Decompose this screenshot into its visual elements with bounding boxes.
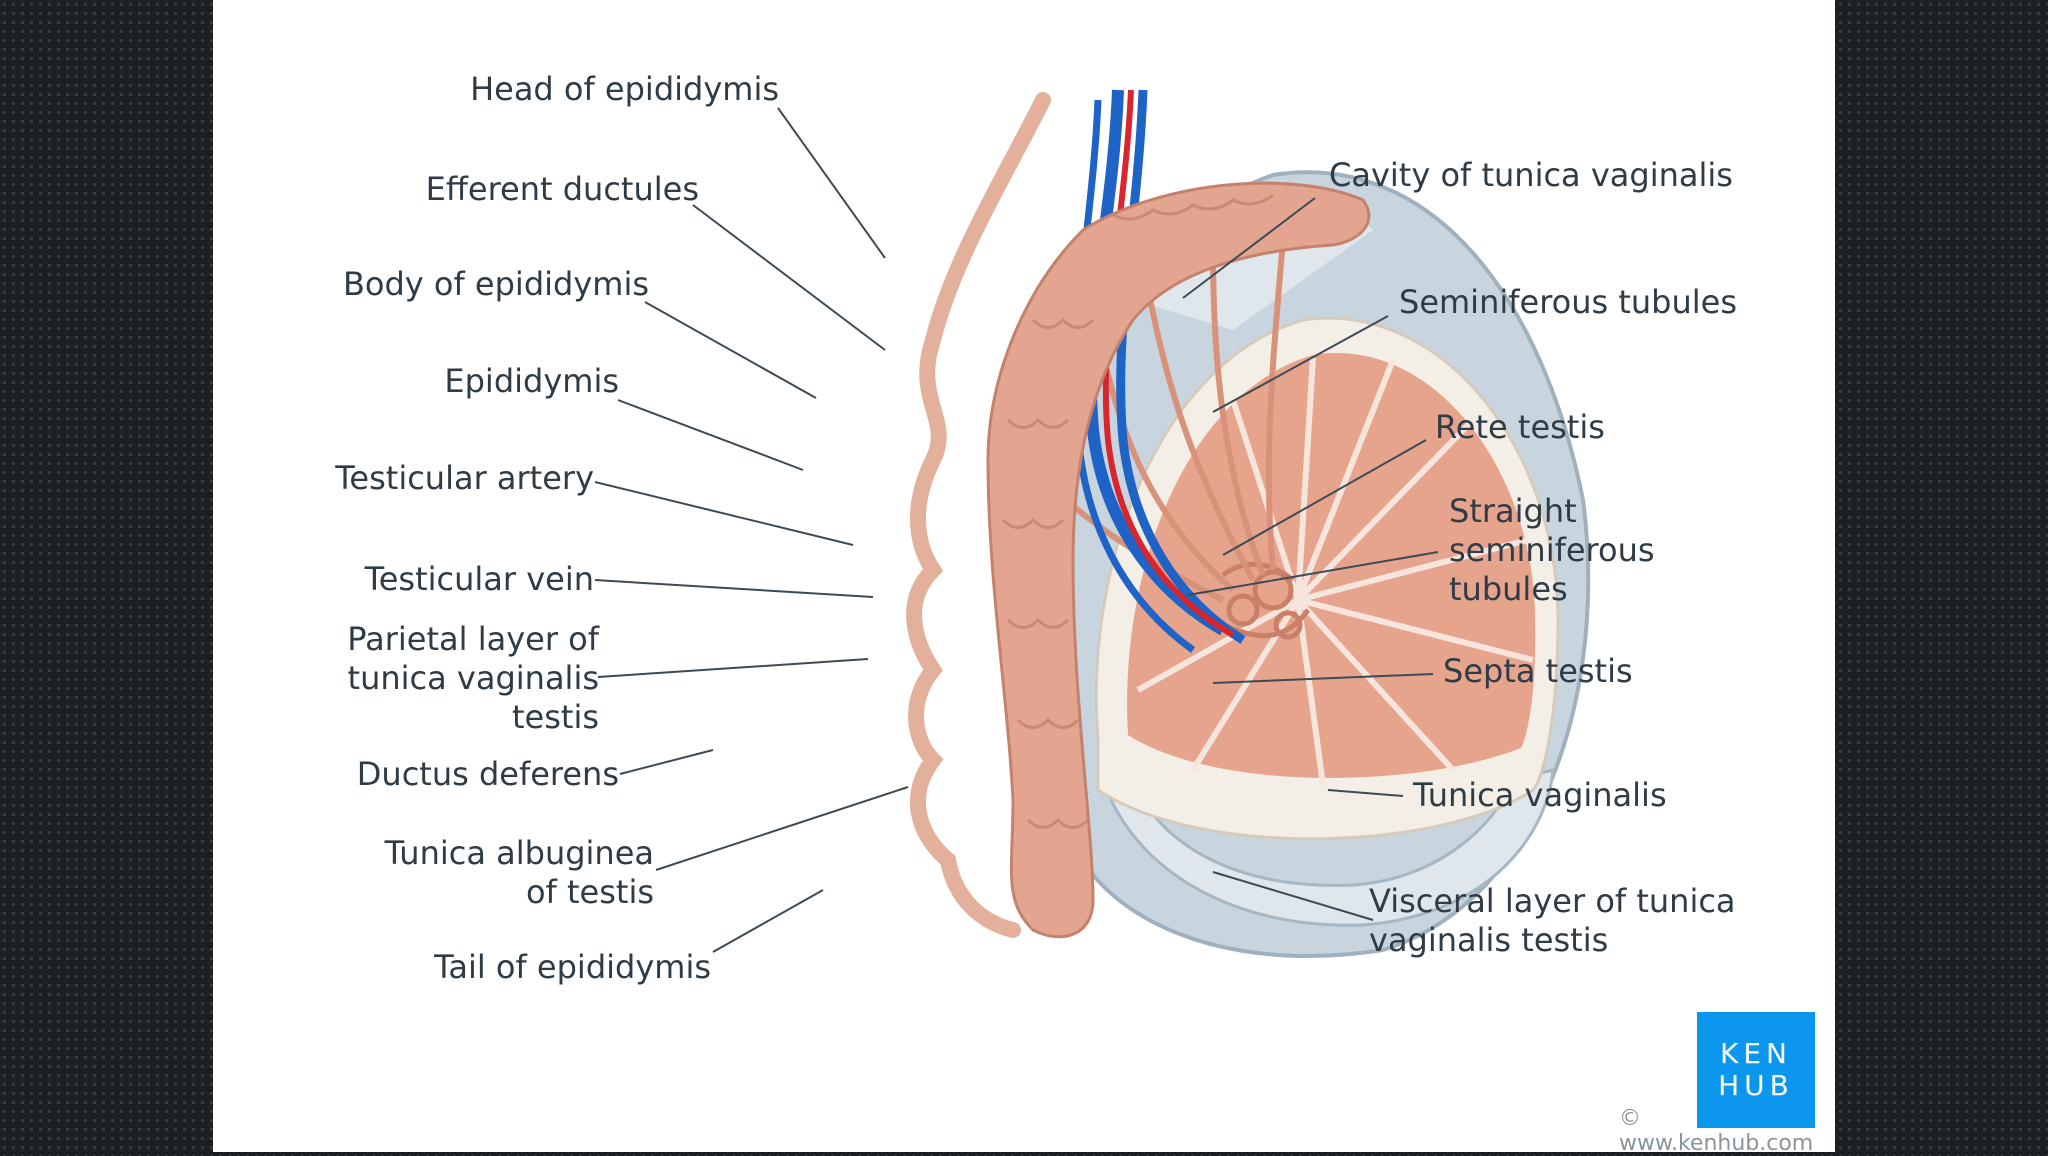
label-seminiferous-tubules: Seminiferous tubules [1399, 283, 1738, 321]
leader-lines [594, 107, 1439, 953]
label-epididymis: Epididymis [444, 362, 619, 400]
testis-anatomy-illustration [594, 89, 1591, 958]
logo-line-2: HUB [1718, 1069, 1794, 1102]
label-body-of-epididymis: Body of epididymis [342, 265, 649, 303]
kenhub-logo: KEN HUB [1697, 1012, 1815, 1128]
ductus-deferens-shape [906, 92, 1051, 938]
label-tunica-vaginalis: Tunica vaginalis [1413, 776, 1667, 814]
label-efferent-ductules: Efferent ductules [425, 170, 699, 208]
septa-lines [1136, 357, 1534, 786]
label-parietal-layer: Parietal layer of tunica vaginalis testi… [347, 620, 599, 736]
label-visceral-layer: Visceral layer of tunica vaginalis testi… [1369, 882, 1736, 959]
testicular-vessels [1072, 89, 1246, 653]
label-tunica-albuginea: Tunica albuginea of testis [384, 834, 654, 911]
label-head-of-epididymis: Head of epididymis [470, 70, 779, 108]
label-testicular-vein: Testicular vein [364, 560, 594, 598]
label-septa-testis: Septa testis [1443, 652, 1633, 690]
label-ductus-deferens: Ductus deferens [356, 755, 619, 793]
label-testicular-artery: Testicular artery [335, 459, 594, 497]
logo-line-1: KEN [1720, 1037, 1792, 1070]
label-tail-of-epididymis: Tail of epididymis [434, 948, 711, 986]
label-rete-testis: Rete testis [1435, 408, 1605, 446]
visceral-layer-shape [1096, 758, 1555, 927]
epididymis-texture [1001, 193, 1274, 829]
epididymis-shape [986, 181, 1371, 939]
label-straight-seminiferous-tubules: Straight seminiferous tubules [1449, 492, 1655, 608]
label-cavity-of-tunica-vaginalis: Cavity of tunica vaginalis [1329, 156, 1733, 194]
slide: Head of epididymis Efferent ductules Bod… [213, 0, 1835, 1156]
